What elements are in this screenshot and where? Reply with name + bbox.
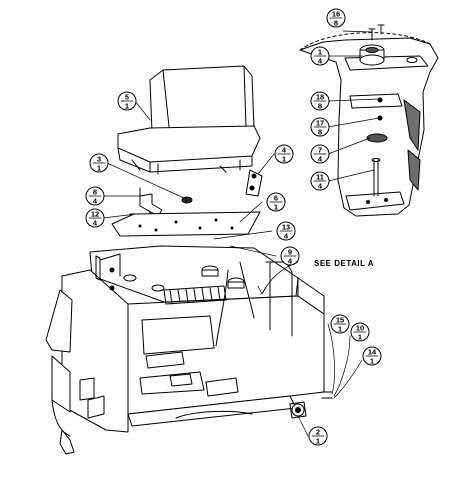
callout-item-number: 14 [368,348,377,357]
callout-17-8: 178 [310,117,330,137]
callout-2-1: 21 [308,426,328,446]
main-frame [45,245,333,455]
callout-quantity: 4 [318,155,323,164]
callout-item-number: 15 [336,316,344,325]
callout-9-4: 94 [280,246,300,266]
callout-quantity: 1 [338,325,342,334]
callout-item-number: 16 [332,10,340,19]
callout-quantity: 4 [93,197,98,206]
callout-item-number: 2 [316,428,320,437]
callout-3-1: 31 [89,153,109,173]
detail-screws [368,24,385,41]
detail-a-view [299,24,439,217]
callout-item-number: 11 [316,173,324,182]
callout-quantity: 1 [316,437,320,446]
callout-quantity: 8 [334,19,338,28]
callout-quantity: 1 [370,357,374,366]
callout-quantity: 4 [288,257,293,266]
callout-7-4: 74 [310,144,330,164]
callout-quantity: 1 [97,164,101,173]
callout-12-4: 124 [85,208,105,228]
callout-item-number: 4 [282,146,287,155]
callout-14-1: 141 [362,346,382,366]
callout-quantity: 1 [358,333,362,342]
detail-a-note: SEE DETAIL A [314,259,374,268]
callout-item-number: 5 [125,93,129,102]
callout-quantity: 4 [318,182,323,191]
callout-item-number: 3 [97,155,101,164]
callout-item-number: 10 [356,324,364,333]
callout-item-number: 17 [316,119,324,128]
callout-15-1: 151 [330,314,350,334]
callout-quantity: 8 [318,102,322,111]
mount-bracket [123,265,245,292]
seat [117,65,261,175]
callout-5-1: 51 [117,91,137,111]
callout-4-1: 41 [274,144,294,164]
callout-13-4: 134 [276,221,296,241]
callout-6-1: 61 [266,192,286,212]
callout-11-4: 114 [310,171,330,191]
callout-item-number: 1 [318,48,322,57]
callout-item-number: 6 [274,194,278,203]
callout-item-number: 8 [93,188,97,197]
callout-quantity: 4 [284,232,289,241]
callout-8-4: 84 [85,186,105,206]
callout-item-number: 13 [282,223,290,232]
detail-tube [359,44,385,66]
detail-arrow [257,285,267,295]
callout-quantity: 4 [318,57,323,66]
callout-item-number: 9 [288,248,292,257]
callout-item-number: 7 [318,146,322,155]
callout-16-8: 168 [326,8,346,28]
callout-quantity: 1 [274,203,278,212]
callout-item-number: 18 [316,93,324,102]
callout-item-number: 12 [91,210,99,219]
callout-18-8: 188 [310,91,330,111]
callout-quantity: 1 [125,102,129,111]
callout-quantity: 1 [282,155,286,164]
wheel [289,401,307,419]
callout-quantity: 4 [93,219,98,228]
callout-1-4: 14 [310,46,330,66]
callout-quantity: 8 [318,128,322,137]
hardware-mid [111,169,263,237]
callout-10-1: 101 [350,322,370,342]
